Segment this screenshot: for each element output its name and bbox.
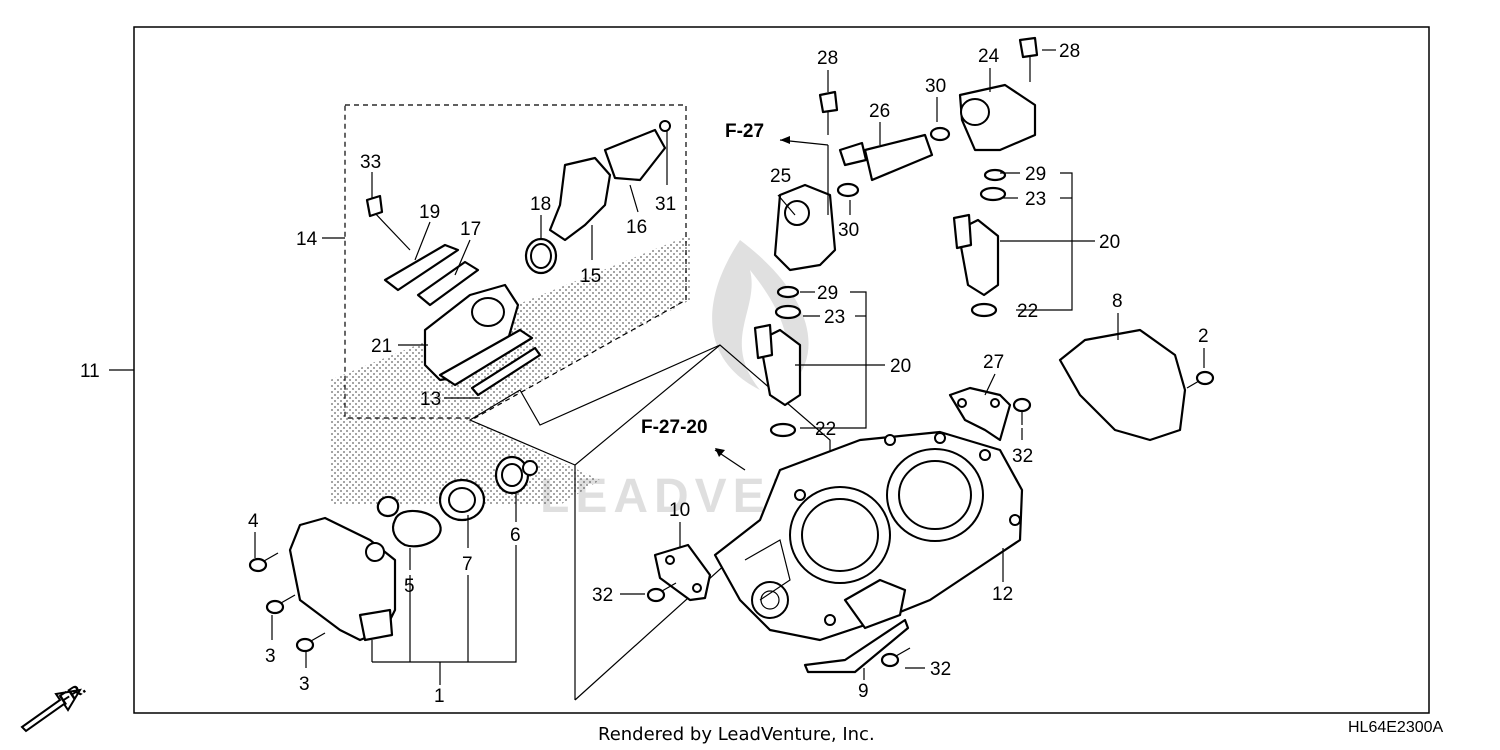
fuel-injectors bbox=[753, 36, 1039, 438]
throttle-body bbox=[713, 430, 1024, 642]
bracket-9 bbox=[803, 618, 910, 674]
callout-29a[interactable]: 29 bbox=[1025, 164, 1046, 185]
callout-25[interactable]: 25 bbox=[770, 166, 791, 187]
callout-11[interactable]: 11 bbox=[80, 361, 100, 382]
reference-f27-20[interactable]: F-27-20 bbox=[641, 417, 708, 438]
cover-8 bbox=[1058, 328, 1187, 442]
callout-2[interactable]: 2 bbox=[1198, 326, 1209, 347]
callout-21[interactable]: 21 bbox=[371, 336, 392, 357]
callout-32b[interactable]: 32 bbox=[930, 659, 951, 680]
callout-7[interactable]: 7 bbox=[462, 554, 473, 575]
callout-9[interactable]: 9 bbox=[858, 681, 869, 702]
reference-f27[interactable]: F-27 bbox=[725, 121, 764, 142]
subassembly-parts bbox=[365, 120, 671, 397]
callout-27[interactable]: 27 bbox=[983, 352, 1004, 373]
callout-12[interactable]: 12 bbox=[992, 584, 1013, 605]
callout-3a[interactable]: 3 bbox=[265, 646, 276, 667]
callout-22b[interactable]: 22 bbox=[815, 419, 836, 440]
callout-28b[interactable]: 28 bbox=[1059, 41, 1080, 62]
callout-32a[interactable]: 32 bbox=[592, 585, 613, 606]
callout-20a[interactable]: 20 bbox=[1099, 232, 1120, 253]
callout-20b[interactable]: 20 bbox=[890, 356, 911, 377]
callout-10[interactable]: 10 bbox=[669, 500, 690, 521]
callout-29b[interactable]: 29 bbox=[817, 283, 838, 304]
sensor-unit bbox=[288, 516, 397, 642]
callout-13[interactable]: 13 bbox=[420, 389, 441, 410]
callout-5[interactable]: 5 bbox=[404, 576, 415, 597]
callout-30a[interactable]: 30 bbox=[925, 76, 946, 97]
leader-lines bbox=[109, 49, 1205, 685]
callout-23b[interactable]: 23 bbox=[824, 307, 845, 328]
callout-30b[interactable]: 30 bbox=[838, 220, 859, 241]
drawing-code: HL64E2300A bbox=[1348, 719, 1444, 736]
callout-32c[interactable]: 32 bbox=[1012, 446, 1033, 467]
callout-14[interactable]: 14 bbox=[296, 229, 318, 250]
callout-17[interactable]: 17 bbox=[460, 219, 481, 240]
callout-28a[interactable]: 28 bbox=[817, 48, 838, 69]
callout-23a[interactable]: 23 bbox=[1025, 189, 1046, 210]
callout-24[interactable]: 24 bbox=[978, 46, 1000, 67]
callout-19[interactable]: 19 bbox=[419, 202, 440, 223]
callout-26[interactable]: 26 bbox=[869, 101, 890, 122]
callout-33[interactable]: 33 bbox=[360, 152, 381, 173]
bolts bbox=[248, 370, 1215, 668]
callout-16[interactable]: 16 bbox=[626, 217, 647, 238]
callout-15[interactable]: 15 bbox=[580, 266, 601, 287]
front-arrow bbox=[20, 688, 82, 733]
callout-4[interactable]: 4 bbox=[248, 511, 259, 532]
callout-6[interactable]: 6 bbox=[510, 525, 521, 546]
callout-3b[interactable]: 3 bbox=[299, 674, 310, 695]
callout-numbers: 11 14 33 19 17 18 21 13 15 16 31 4 3 3 5… bbox=[80, 41, 1209, 707]
footer-credit: Rendered by LeadVenture, Inc. bbox=[598, 724, 875, 745]
plate-27 bbox=[948, 386, 1012, 442]
callout-8[interactable]: 8 bbox=[1112, 291, 1123, 312]
callout-18[interactable]: 18 bbox=[530, 194, 551, 215]
gaskets bbox=[376, 455, 538, 548]
callout-1[interactable]: 1 bbox=[434, 686, 445, 707]
callout-22a[interactable]: 22 bbox=[1017, 301, 1038, 322]
callout-31[interactable]: 31 bbox=[655, 194, 676, 215]
